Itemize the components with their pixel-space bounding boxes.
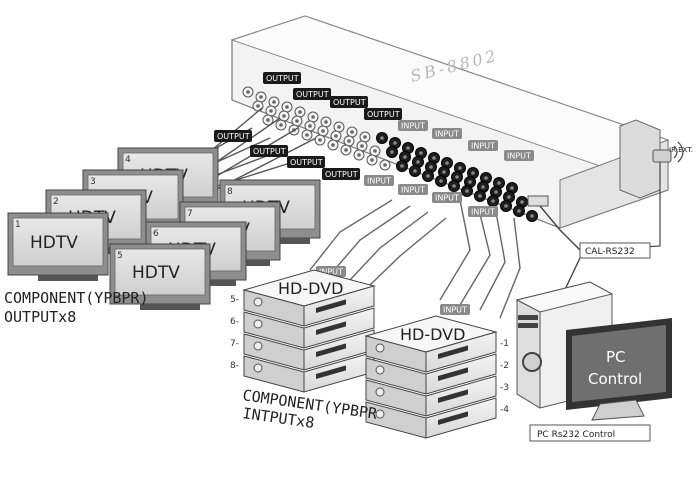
hdtv-number: 2 [53,197,59,207]
hdtv-number: 4 [125,155,131,165]
hdtv-label: HDTV [132,263,180,283]
pc-control: PC Control PC Rs232 Control [515,281,672,442]
hd-dvd-unit: -3 [365,375,509,417]
input-tag-label: INPUT [471,208,495,217]
hd-dvd-number: 7- [230,339,239,349]
input-cable [479,211,506,311]
input-tag: INPUT [364,175,394,186]
rs232-label: CAL-RS232 [585,247,635,257]
input-tag-label: INPUT [443,306,467,315]
output-tag: OUTPUT [293,88,331,100]
hd-dvd-label: HD-DVD [400,325,465,344]
output-tag: OUTPUT [322,168,360,180]
output-caption: COMPONENT(YPBPR) OUTPUTx8 [4,289,149,326]
input-cable [459,205,491,306]
ir-label: IR EXT. [669,146,693,154]
ir-wave-icon [673,145,678,159]
hdtv-number: 6 [153,229,159,239]
hd-dvd-players: HD-DVD 5- 6- 7- 8- HD-DVD -1 -2 -3 -4 [230,269,509,439]
hd-dvd-number: 8- [230,361,239,371]
output-tag-label: OUTPUT [296,90,329,99]
output-tag-label: OUTPUT [266,74,299,83]
input-caption: COMPONENT(YPBPR INTPUTx8 [241,386,379,432]
output-tag-label: OUTPUT [290,158,323,167]
hdtv-displays: 4HDTV8HDTV3HDTV7HDTV2HDTV6HDTV1HDTV5HDTV [7,147,321,310]
input-tag: INPUT [504,150,534,161]
hd-dvd-unit: 7- [230,329,375,371]
rs232-port [527,195,549,207]
hdtv-number: 8 [227,187,233,197]
rs232-cable-line [539,205,581,251]
output-tag-label: OUTPUT [367,110,400,119]
output-tag: OUTPUT [250,145,288,157]
hdtv-number: 1 [15,220,21,230]
power-button-icon [522,352,542,372]
input-cable [349,211,429,281]
output-tag: OUTPUT [263,72,301,84]
input-tag-label: INPUT [367,177,391,186]
output-caption-line1: COMPONENT(YPBPR) [4,289,149,307]
output-tag: OUTPUT [364,108,402,120]
pc-screen-line1: PC [606,348,626,366]
input-tag: INPUT [440,304,470,315]
pc-screen [572,325,666,402]
output-tag-label: OUTPUT [333,98,366,107]
hd-dvd-number: -1 [500,339,509,349]
hdtv-number: 5 [117,251,123,261]
output-caption-line2: OUTPUTx8 [4,308,76,326]
output-tag-label: OUTPUT [253,147,286,156]
hdtv-number: 3 [90,177,96,187]
output-tag-label: OUTPUT [325,170,358,179]
rs232-cable: CAL-RS232 [579,242,651,259]
hd-dvd-number: -4 [500,405,509,415]
input-tag-label: INPUT [401,186,425,195]
input-tag: INPUT [398,120,428,131]
hd-dvd-stack-right: HD-DVD -1 -2 -3 -4 [364,315,509,439]
input-tag-label: INPUT [435,194,459,203]
hd-dvd-unit: -4 [365,397,509,439]
input-tag: INPUT [468,140,498,151]
hd-dvd-number: 5- [230,295,239,305]
input-tag-label: INPUT [435,130,459,139]
output-tag: OUTPUT [330,96,368,108]
input-tag: INPUT [468,206,498,217]
hd-dvd-label: HD-DVD [278,279,343,298]
input-cable [499,217,521,319]
hd-dvd-number: 6- [230,317,239,327]
port-tags: OUTPUTOUTPUTOUTPUTOUTPUTOUTPUTOUTPUTOUTP… [214,72,534,315]
pc-screen-line2: Control [588,370,642,388]
output-tag-label: OUTPUT [217,132,250,141]
switcher-unit: SB-8802 [230,15,670,229]
input-tag: INPUT [432,128,462,139]
input-tag-label: INPUT [471,142,495,151]
input-cable [439,199,471,301]
hd-dvd-unit: -2 [365,353,509,395]
input-tag: INPUT [432,192,462,203]
hd-dvd-unit: -1 [365,331,509,373]
input-tag: INPUT [398,184,428,195]
input-cable [309,199,393,271]
hd-dvd-unit: 6- [230,307,375,349]
input-tag-label: INPUT [319,268,343,277]
input-tag-label: INPUT [401,122,425,131]
output-tag: OUTPUT [214,130,252,142]
input-cable [369,217,447,286]
output-tag: OUTPUT [287,156,325,168]
input-tag-label: INPUT [507,152,531,161]
pc-caption: PC Rs232 Control [537,430,615,440]
hd-dvd-unit: 8- [230,351,375,393]
connector-panel [242,86,549,222]
hd-dvd-stack-left: HD-DVD 5- 6- 7- 8- [230,269,376,393]
hdtv-label: HDTV [30,233,78,253]
hdtv-number: 7 [187,209,193,219]
input-cable [329,205,411,276]
hd-dvd-number: -3 [500,383,509,393]
hd-dvd-number: -2 [500,361,509,371]
hd-dvd-unit: 5- [230,285,375,327]
